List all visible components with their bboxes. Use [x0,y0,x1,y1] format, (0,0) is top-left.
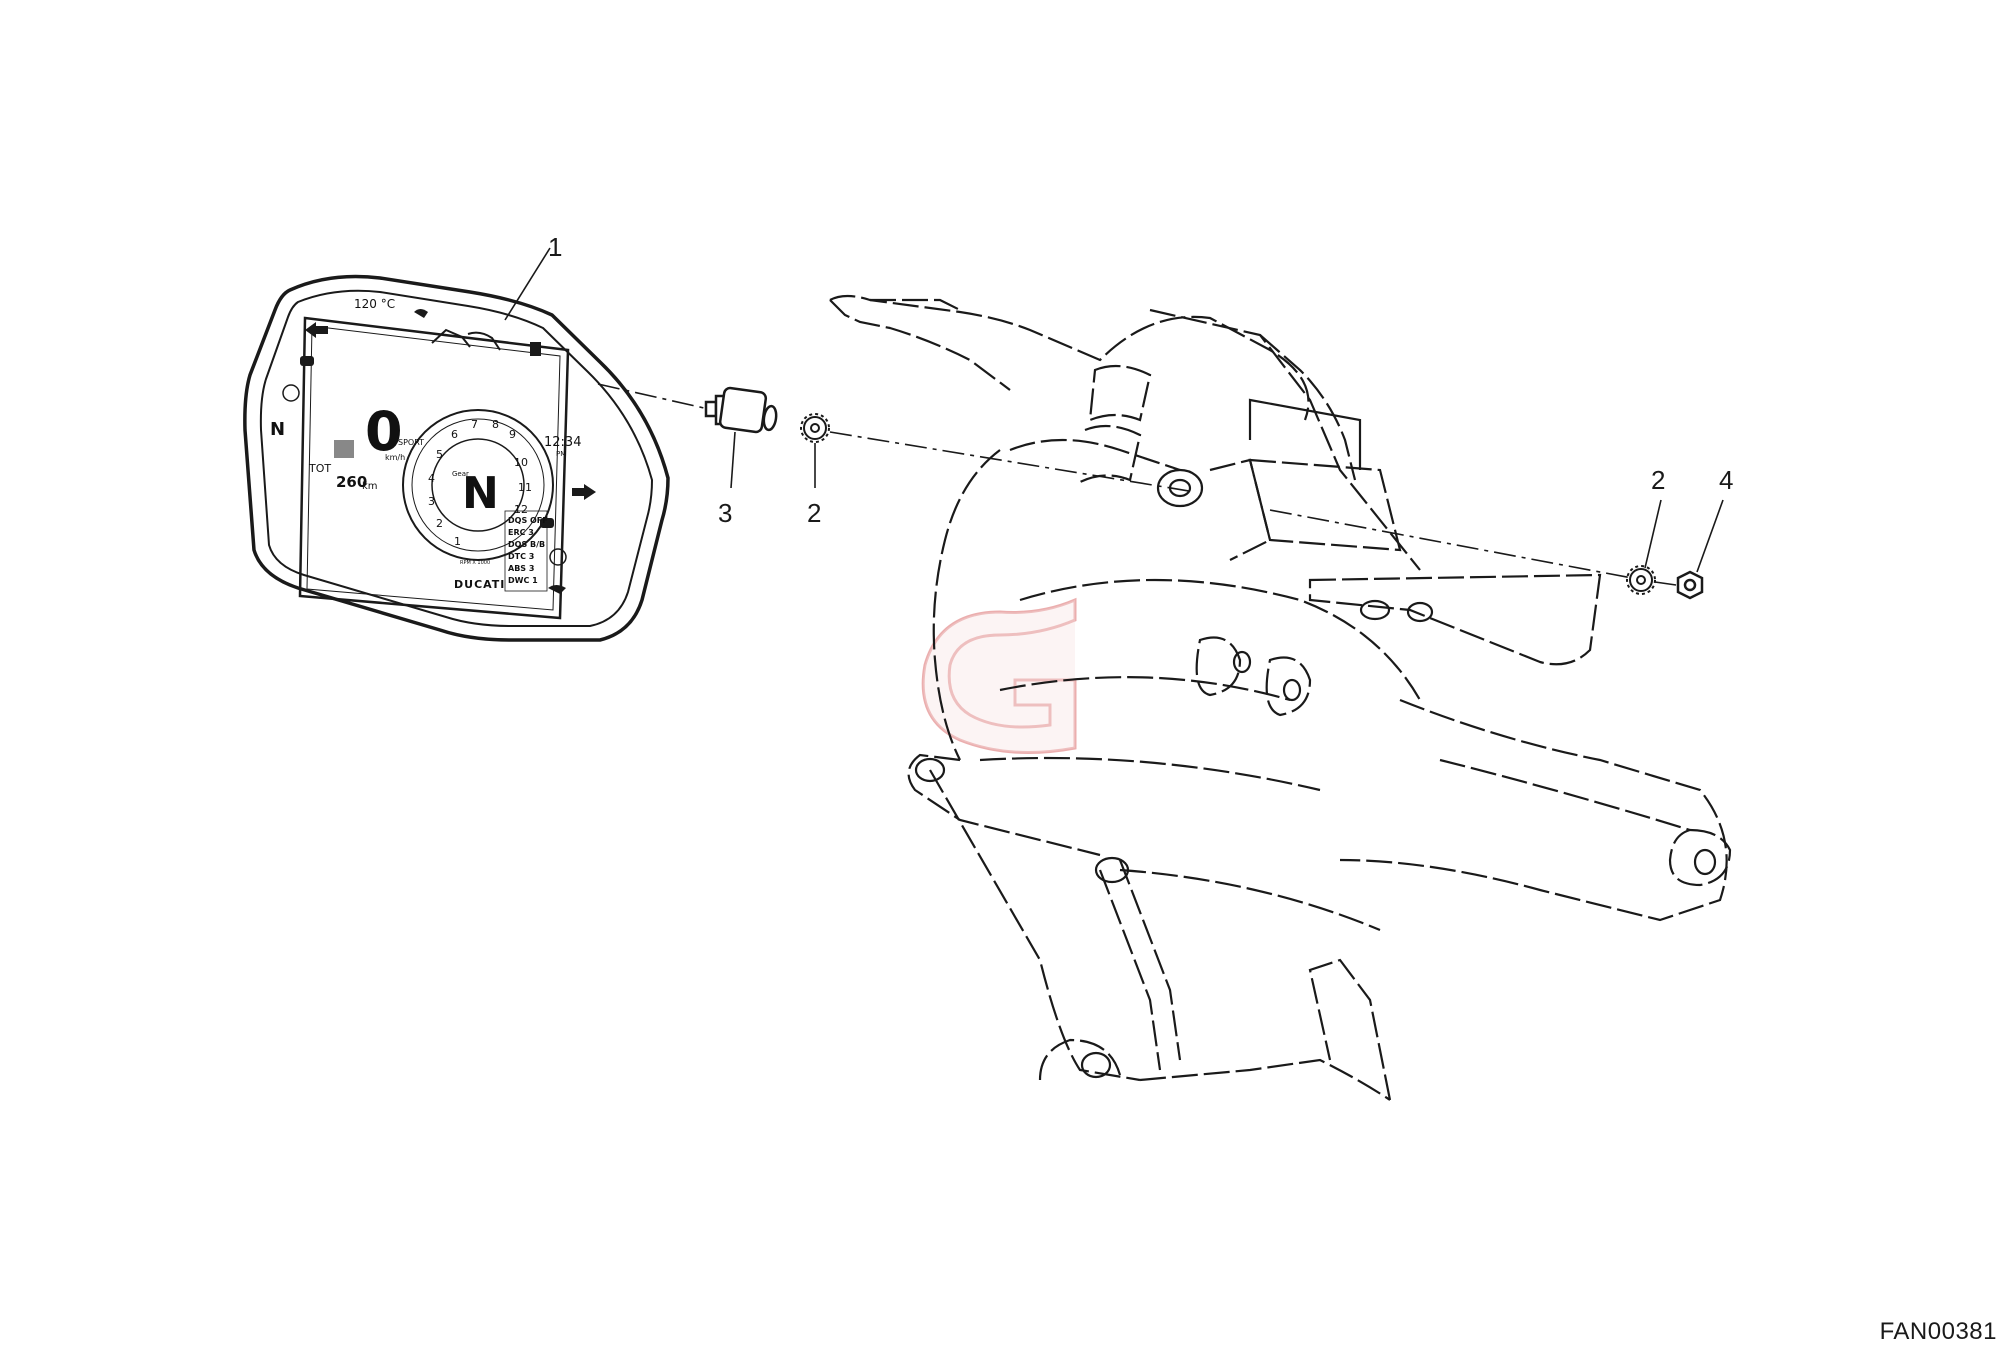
dash-indicator-n: N [270,419,285,440]
dash-setting: DQS B/B [508,540,545,549]
dash-setting: DTC 3 [508,552,534,561]
tach-number: 11 [518,481,532,494]
toothed-washer [800,413,830,443]
dash-rpm-label: RPM X 1000 [460,560,490,566]
tach-number: 7 [471,418,478,431]
dash-clock-suffix: PM [556,450,566,458]
dash-setting: DWC 1 [508,576,538,585]
callout-label: 2 [807,498,821,528]
dash-speed-unit: km/h [385,453,405,462]
instrument-cluster [243,274,670,642]
figure-code: FAN00381 [1879,1318,1997,1345]
callout-label: 2 [1651,465,1665,495]
tach-number: 9 [509,428,516,441]
bracket-solid-details [914,398,1717,1079]
callout-label: 4 [1719,465,1733,495]
callouts: 1 3 2 2 4 [548,232,1733,528]
dash-brand: DUCATI [454,578,505,591]
tach-number: 8 [492,418,499,431]
tach-number: 2 [436,517,443,530]
hex-nut [1676,570,1704,600]
callout-label: 1 [548,232,562,262]
assembly-axes [597,383,1677,586]
spacer-bushing [704,386,778,434]
dash-odometer-unit: km [362,481,378,492]
dash-temp: 120 °C [354,297,395,311]
leader-lines [504,247,1724,573]
dash-setting: ABS 3 [508,564,534,573]
dash-setting: DQS OFF [508,516,548,525]
toothed-washer [1626,565,1656,595]
tach-number: 1 [454,535,461,548]
dash-setting: ERC 3 [508,528,534,537]
dash-clock: 12:34 [544,435,581,450]
instrument-support-bracket [829,294,1732,1101]
tach-number: 6 [451,428,458,441]
dash-odometer-value: 260 [336,473,367,491]
tach-number: 12 [514,503,528,516]
tach-number: 3 [428,495,435,508]
dash-mode: SPORT [398,438,424,447]
dash-speed: 0 [365,400,403,463]
callout-label: 3 [718,498,732,528]
dash-gear: N [462,468,499,519]
dash-gear-label: Gear [452,470,469,478]
dash-odometer-label: TOT [308,462,331,475]
dashboard-display: 120 °C 0 km/h SPORT N Gear 12:34 PM TOT … [270,297,581,591]
watermark-logo [921,597,1077,754]
tach-number: 4 [428,472,435,485]
tach-number: 5 [436,448,443,461]
tach-number: 10 [514,456,528,469]
